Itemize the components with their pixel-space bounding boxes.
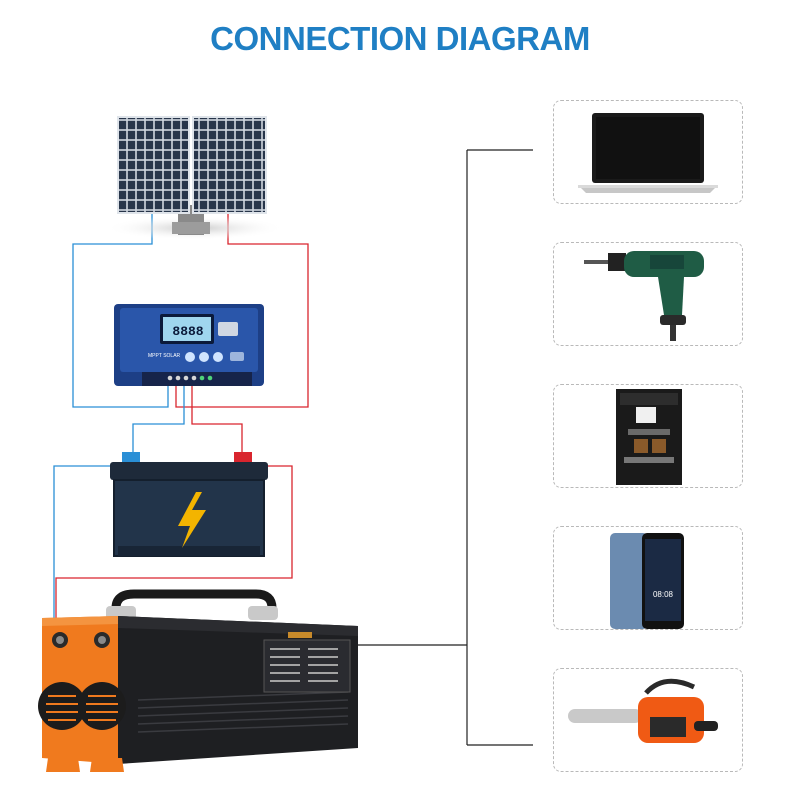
smartphone-icon: 08:08 — [610, 533, 684, 629]
load-card-phone: 08:08 — [553, 526, 743, 630]
controller-brand: MPPT SOLAR — [148, 353, 181, 359]
load-card-drill — [553, 242, 743, 346]
inverter-positive-wire — [55, 465, 293, 620]
electric-drill-icon — [584, 251, 704, 341]
inverter-icon — [38, 589, 358, 772]
solar-negative-wire — [72, 213, 169, 408]
solar-panel-icon — [105, 116, 285, 240]
laptop-icon — [578, 113, 718, 193]
coffee-machine-icon — [616, 389, 682, 485]
battery-icon — [110, 452, 268, 557]
load-card-chainsaw — [553, 668, 743, 772]
controller-display: 8888 — [172, 324, 203, 339]
battery-positive-wire — [191, 380, 243, 464]
load-card-laptop — [553, 100, 743, 204]
chainsaw-icon — [568, 678, 718, 743]
charge-controller-icon: 8888 MPPT SOLAR — [114, 304, 264, 386]
phone-time: 08:08 — [653, 590, 674, 599]
diagram-title: CONNECTION DIAGRAM — [210, 20, 590, 57]
load-card-coffee — [553, 384, 743, 488]
inverter-negative-wire — [53, 465, 124, 620]
battery-negative-wire — [132, 380, 185, 464]
